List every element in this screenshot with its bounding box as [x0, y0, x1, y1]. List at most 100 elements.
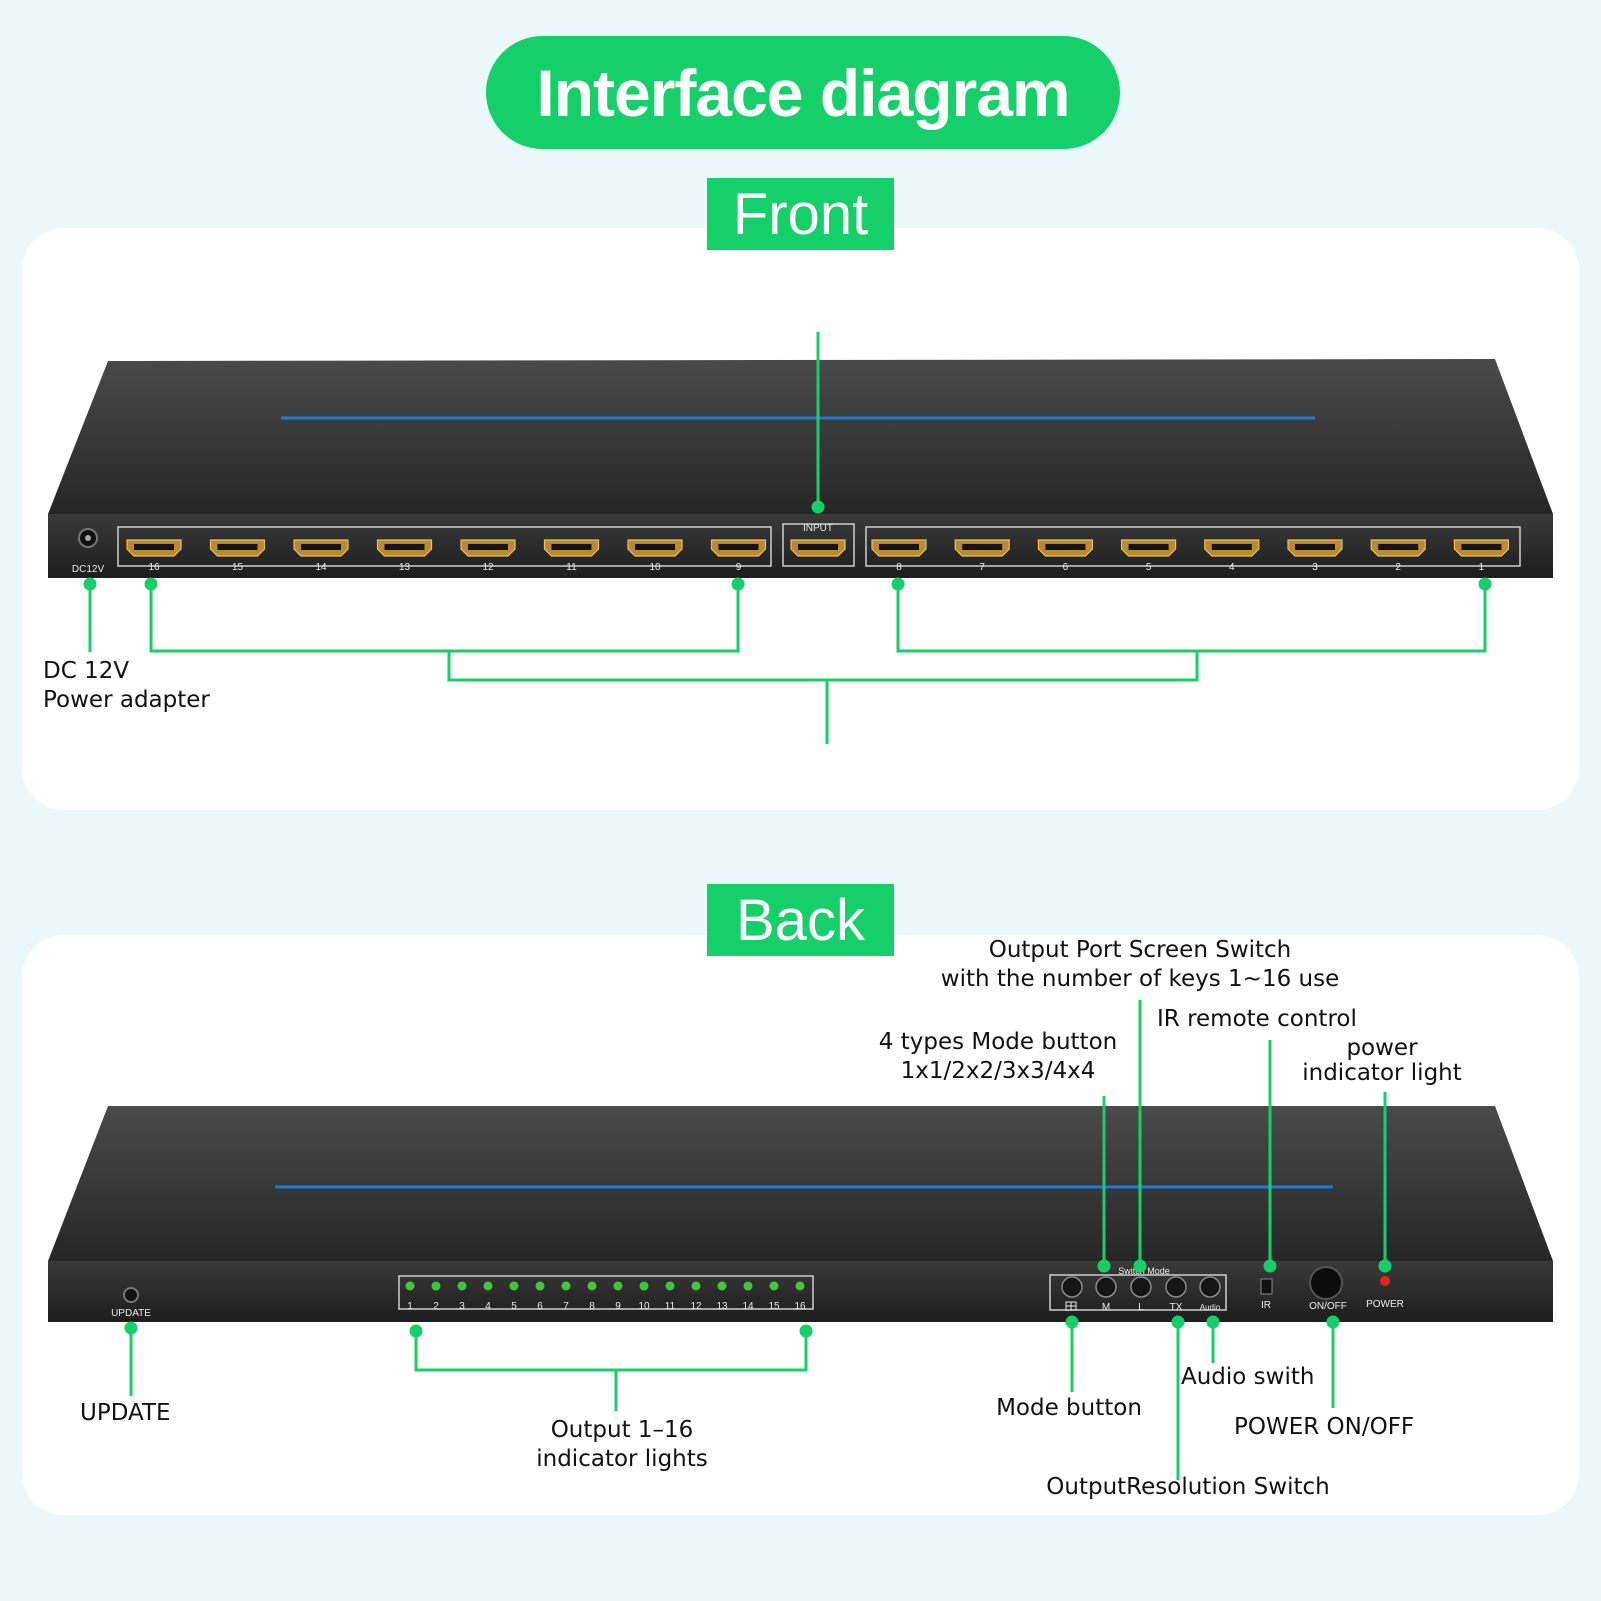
button-label: M: [1102, 1302, 1110, 1313]
audio-switch-label: Audio swith: [1181, 1364, 1315, 1390]
button-label: L: [1138, 1302, 1144, 1313]
indicator-led: 5: [509, 1281, 519, 1312]
callout-dot: [1097, 1259, 1111, 1273]
hdmi-output-port: 12: [460, 539, 516, 573]
front-section-tag: Front: [707, 178, 894, 250]
mode-push-button[interactable]: [1199, 1276, 1221, 1298]
dc-callout-label: DC 12V Power adapter: [43, 657, 210, 715]
port-number-label: 3: [1312, 562, 1318, 573]
indicator-number: 1: [407, 1301, 413, 1312]
indicator-led: 6: [535, 1281, 545, 1312]
back-callout-lines: [129, 1000, 1387, 1480]
power-label: POWER: [1366, 1299, 1404, 1310]
indicator-led: 10: [638, 1281, 650, 1312]
hdmi-output-port: 13: [376, 539, 433, 573]
power-indicator-label: power indicator light: [1302, 1036, 1462, 1086]
indicator-led: 7: [561, 1281, 571, 1312]
dc-callout-line2: Power adapter: [43, 687, 210, 713]
hdmi-output-port: 6: [1037, 539, 1093, 573]
input-port-label: INPUT: [803, 523, 833, 534]
dc-jack-pin: [85, 535, 91, 541]
front-callout-dots: [83, 500, 1492, 591]
port-number-label: 12: [482, 562, 494, 573]
indicator-led: 12: [690, 1281, 702, 1312]
mode-push-button[interactable]: [1130, 1276, 1152, 1298]
callout-dot: [891, 577, 905, 591]
update-callout-label: UPDATE: [80, 1400, 171, 1426]
ir-sensor: [1260, 1278, 1273, 1295]
callout-dot: [1326, 1315, 1340, 1329]
hdmi-output-port: 7: [954, 539, 1010, 573]
indicator-number: 8: [589, 1301, 595, 1312]
indicator-number: 15: [768, 1301, 780, 1312]
hdmi-output-port: 1: [1453, 539, 1509, 573]
output-screen-switch-label: Output Port Screen Switch with the numbe…: [941, 936, 1339, 994]
indicator-led: 2: [431, 1281, 441, 1312]
indicator-number: 5: [511, 1301, 517, 1312]
resolution-switch-label: OutputResolution Switch: [1046, 1474, 1330, 1500]
mode4-line2: 1x1/2x2/3x3/4x4: [900, 1058, 1096, 1084]
back-callout-dots: [124, 1259, 1392, 1338]
callout-dot: [811, 500, 825, 514]
back-device-face: [48, 1261, 1553, 1322]
mode-push-button[interactable]: [1095, 1276, 1117, 1298]
hdmi-output-port: 3: [1287, 539, 1343, 573]
grid-icon: [1065, 1301, 1077, 1311]
update-port: [123, 1287, 139, 1303]
back-section-tag: Back: [707, 884, 894, 956]
hdmi-output-port: 15: [209, 539, 266, 573]
hdmi-output-port: 5: [1121, 539, 1177, 573]
callout-dot: [1206, 1315, 1220, 1329]
port-number-label: 9: [736, 562, 742, 573]
power-onoff-label: POWER ON/OFF: [1234, 1414, 1415, 1440]
output-screen-line2: with the number of keys 1~16 use: [940, 966, 1340, 992]
mode-push-button[interactable]: [1061, 1276, 1083, 1298]
update-port-label: UPDATE: [111, 1308, 151, 1319]
port-number-label: 13: [399, 562, 411, 573]
right-port-group-frame: [865, 526, 1521, 567]
onoff-label: ON/OFF: [1309, 1301, 1347, 1312]
indicator-led: 3: [457, 1281, 467, 1312]
onoff-knob: [1309, 1266, 1343, 1300]
port-number-label: 2: [1395, 562, 1401, 573]
indicator-number: 9: [615, 1301, 621, 1312]
callout-dot: [1133, 1259, 1147, 1273]
port-number-label: 1: [1479, 562, 1485, 573]
output-leds-line2: indicator lights: [536, 1446, 708, 1472]
hdmi-output-port: 8: [871, 539, 927, 573]
callout-dot: [1378, 1259, 1392, 1273]
indicator-number: 11: [665, 1301, 676, 1312]
indicator-number: 3: [459, 1301, 465, 1312]
mode-push-button[interactable]: [1165, 1276, 1187, 1298]
indicator-led: 1: [405, 1281, 415, 1312]
indicator-number: 7: [563, 1301, 569, 1312]
port-number-label: 4: [1229, 562, 1235, 573]
callout-dot: [83, 577, 97, 591]
callout-dot: [409, 1324, 423, 1338]
hdmi-output-port: 2: [1370, 539, 1426, 573]
button-group-frame: [1049, 1274, 1227, 1311]
output-screen-line1: Output Port Screen Switch: [988, 937, 1292, 963]
hdmi-output-port: 4: [1204, 539, 1260, 573]
button-label: TX: [1170, 1302, 1183, 1313]
callout-dot: [124, 1321, 138, 1335]
port-number-label: 6: [1063, 562, 1069, 573]
port-number-label: 7: [979, 562, 985, 573]
indicator-number: 2: [433, 1301, 439, 1312]
indicator-frame: [398, 1275, 814, 1310]
page-title: Interface diagram: [486, 36, 1120, 149]
output-leds-line1: Output 1–16: [550, 1417, 694, 1443]
hdmi-output-port: 10: [627, 539, 683, 573]
mode4-line1: 4 types Mode button: [878, 1029, 1118, 1055]
indicator-number: 14: [742, 1301, 754, 1312]
port-number-label: 16: [148, 562, 160, 573]
ir-label: IR: [1261, 1300, 1271, 1311]
indicator-number: 4: [485, 1301, 491, 1312]
port-number-label: 8: [896, 562, 902, 573]
callout-dot: [799, 1324, 813, 1338]
port-number-label: 15: [232, 562, 244, 573]
callout-dot: [1263, 1259, 1277, 1273]
